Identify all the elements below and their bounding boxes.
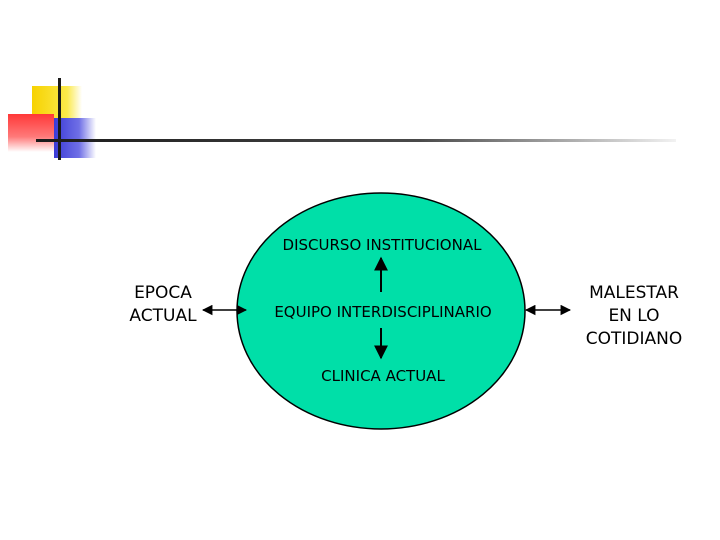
decor-vertical-line — [58, 78, 61, 160]
decor-blue-square — [54, 118, 96, 158]
label-epoca-line2: ACTUAL — [129, 306, 197, 326]
label-malestar-line3: COTIDIANO — [585, 329, 683, 349]
decor-horizontal-line — [36, 139, 676, 142]
label-malestar-cotidiano: MALESTAR EN LO COTIDIANO — [572, 282, 696, 351]
label-malestar-line2: EN LO — [608, 306, 660, 326]
label-malestar-line1: MALESTAR — [589, 283, 679, 303]
label-discurso-institucional: DISCURSO INSTITUCIONAL — [282, 236, 482, 254]
label-clinica-actual: CLINICA ACTUAL — [321, 367, 445, 385]
label-epoca-line1: EPOCA — [134, 283, 192, 303]
decor-red-square — [8, 114, 54, 152]
label-equipo-interdisciplinario: EQUIPO INTERDISCIPLINARIO — [274, 303, 492, 321]
label-epoca-actual: EPOCA ACTUAL — [118, 282, 208, 328]
